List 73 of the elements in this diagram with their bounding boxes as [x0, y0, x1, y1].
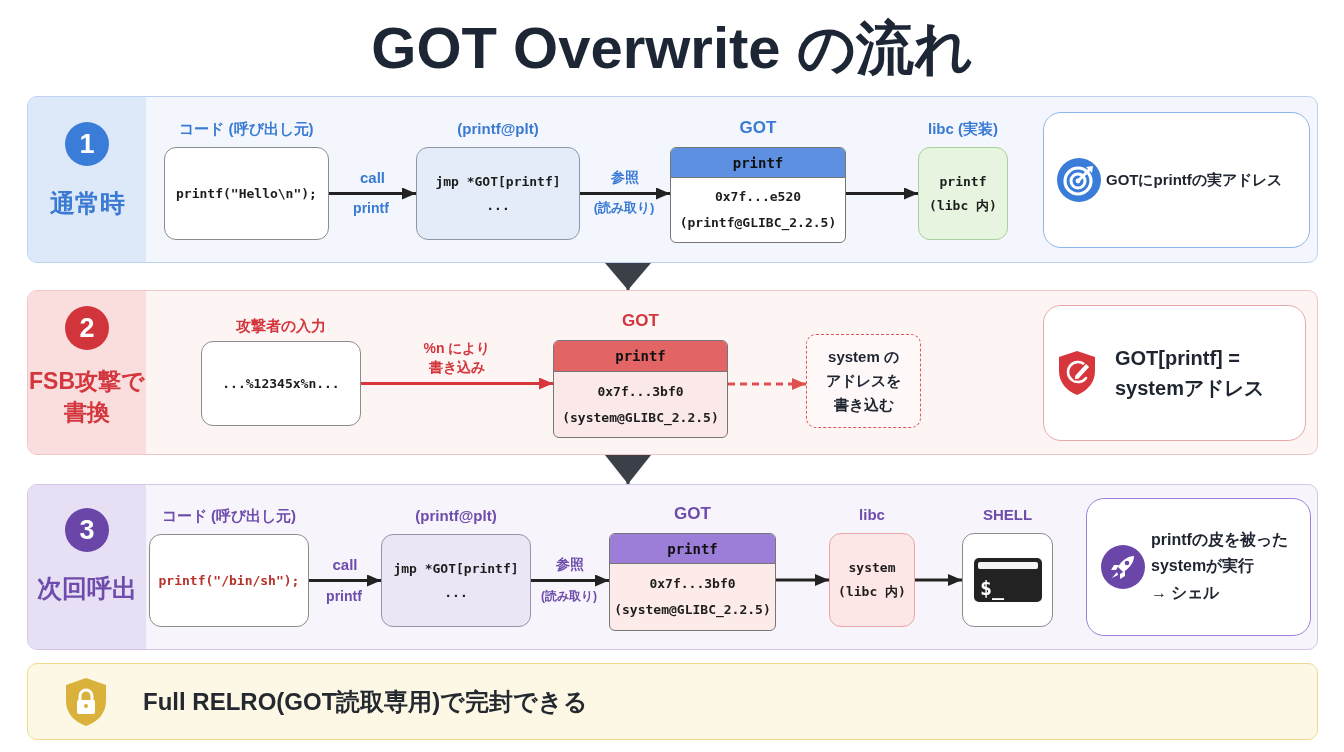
edge-label: call	[332, 554, 358, 575]
note-box	[806, 334, 921, 428]
box-heading: libc (実装)	[928, 120, 998, 138]
step-title: 次回呼出	[37, 573, 137, 605]
step-title: 通常時	[49, 188, 125, 220]
box-heading: コード (呼び出し元)	[179, 120, 314, 138]
code-text: printf("/bin/sh");	[158, 571, 300, 590]
chevron-arrow	[605, 455, 651, 484]
code-text: system	[848, 559, 896, 577]
arrow	[361, 377, 553, 390]
code-text: (libc 内)	[838, 583, 906, 601]
address-text: 0x7f...e520	[714, 188, 802, 206]
edge-label: call	[360, 167, 385, 188]
arrow	[580, 187, 670, 200]
table-header: printf	[610, 534, 775, 564]
box-heading: GOT	[622, 311, 659, 331]
code-text: ...	[444, 583, 468, 602]
note-text: → シェル	[1151, 583, 1220, 604]
step-band	[27, 96, 1318, 263]
note-text: system のアドレスを書き込む	[825, 347, 902, 415]
edge-caption: printf	[353, 199, 389, 217]
address-text: 0x7f...3bf0	[597, 382, 684, 401]
note-card	[1086, 498, 1311, 636]
arrow	[776, 574, 829, 586]
code-text: jmp *GOT[printf]	[393, 559, 519, 578]
edge-label: 参照	[611, 167, 639, 187]
chevron-arrow	[605, 263, 651, 290]
box-heading: コード (呼び出し元)	[161, 507, 297, 525]
arrow	[531, 574, 609, 587]
box-heading: GOT	[739, 118, 777, 138]
address-text: (system@GLIBC_2.2.5)	[562, 408, 719, 428]
prompt-text: $_	[979, 576, 1005, 600]
note-card	[1043, 112, 1310, 248]
step-number: 3	[65, 508, 109, 552]
title: GOT Overwrite の流れ	[371, 14, 973, 82]
arrow	[309, 574, 381, 587]
edge-caption: (読み取り)	[593, 200, 655, 216]
box-heading: (printf@plt)	[457, 120, 539, 138]
note-text: GOT[printf] = systemアドレス	[1115, 346, 1265, 401]
step-title: FSB攻撃で書換	[28, 366, 146, 427]
box-heading: GOT	[674, 504, 711, 524]
footer-text: Full RELRO(GOT読取専用)で完封できる	[143, 686, 589, 717]
note-text: GOTにprintfの実アドレス	[1106, 169, 1282, 190]
edge-caption: printf	[326, 587, 362, 605]
address-text: (printf@GLIBC_2.2.5)	[679, 214, 837, 233]
note-text: printfの皮を被ったsystemが実行	[1151, 530, 1289, 577]
footer-bar	[27, 663, 1318, 740]
code-text: printf("Hello\n");	[176, 184, 317, 203]
box-heading: libc	[859, 506, 885, 524]
edge-caption: (読み取り)	[541, 588, 597, 604]
edge-label: %n により書き込み	[422, 338, 492, 377]
arrow	[846, 187, 918, 200]
box-heading: (printf@plt)	[415, 507, 497, 525]
code-text: ...%12345x%n...	[222, 374, 340, 393]
table-header: printf	[671, 148, 845, 178]
arrow	[728, 378, 806, 390]
step-band	[27, 290, 1318, 455]
box-heading: 攻撃者の入力	[236, 317, 326, 335]
arrow	[329, 187, 416, 200]
note-card	[1043, 305, 1306, 441]
step-number: 2	[65, 306, 109, 350]
arrow	[915, 574, 962, 586]
code-text: printf	[939, 172, 987, 191]
code-text: ...	[486, 196, 510, 215]
box-heading: SHELL	[982, 506, 1033, 524]
edge-label: 参照	[556, 554, 584, 574]
code-text: (libc 内)	[929, 196, 997, 215]
step-number: 1	[65, 122, 109, 166]
address-text: 0x7f...3bf0	[649, 575, 736, 593]
step-band	[27, 484, 1318, 650]
code-text: jmp *GOT[printf]	[435, 172, 561, 191]
table-header: printf	[554, 341, 727, 372]
address-text: (system@GLIBC_2.2.5)	[614, 601, 771, 620]
